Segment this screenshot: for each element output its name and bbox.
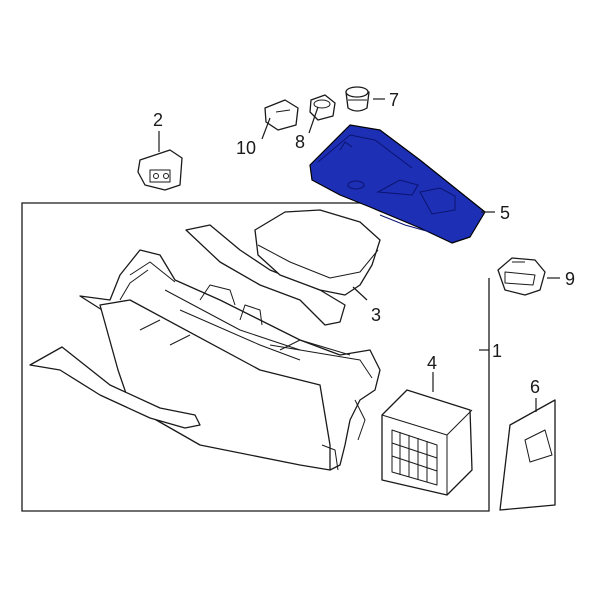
clip [264, 99, 299, 131]
assembly-frame [21, 202, 490, 512]
callout-labels: 1 2 3 4 5 6 7 8 9 10 [153, 90, 575, 397]
side-panel [499, 399, 556, 511]
callout-7: 7 [389, 90, 399, 110]
callout-10: 10 [236, 138, 256, 158]
callout-2: 2 [153, 110, 163, 130]
callout-8: 8 [295, 132, 305, 152]
console-upper-panel [309, 124, 486, 244]
console-body [79, 249, 381, 471]
bracket [137, 149, 183, 191]
callout-4: 4 [427, 353, 437, 373]
callout-5: 5 [500, 203, 510, 223]
callout-1: 1 [492, 341, 502, 361]
switch [497, 257, 546, 296]
storage-tray [381, 389, 473, 496]
callout-6: 6 [530, 377, 540, 397]
cap [309, 94, 336, 121]
armrest-lid [185, 209, 381, 326]
leader-lines [158, 98, 560, 412]
side-molding [29, 346, 201, 429]
callout-9: 9 [565, 269, 575, 289]
knob [345, 86, 370, 112]
callout-3: 3 [371, 305, 381, 325]
